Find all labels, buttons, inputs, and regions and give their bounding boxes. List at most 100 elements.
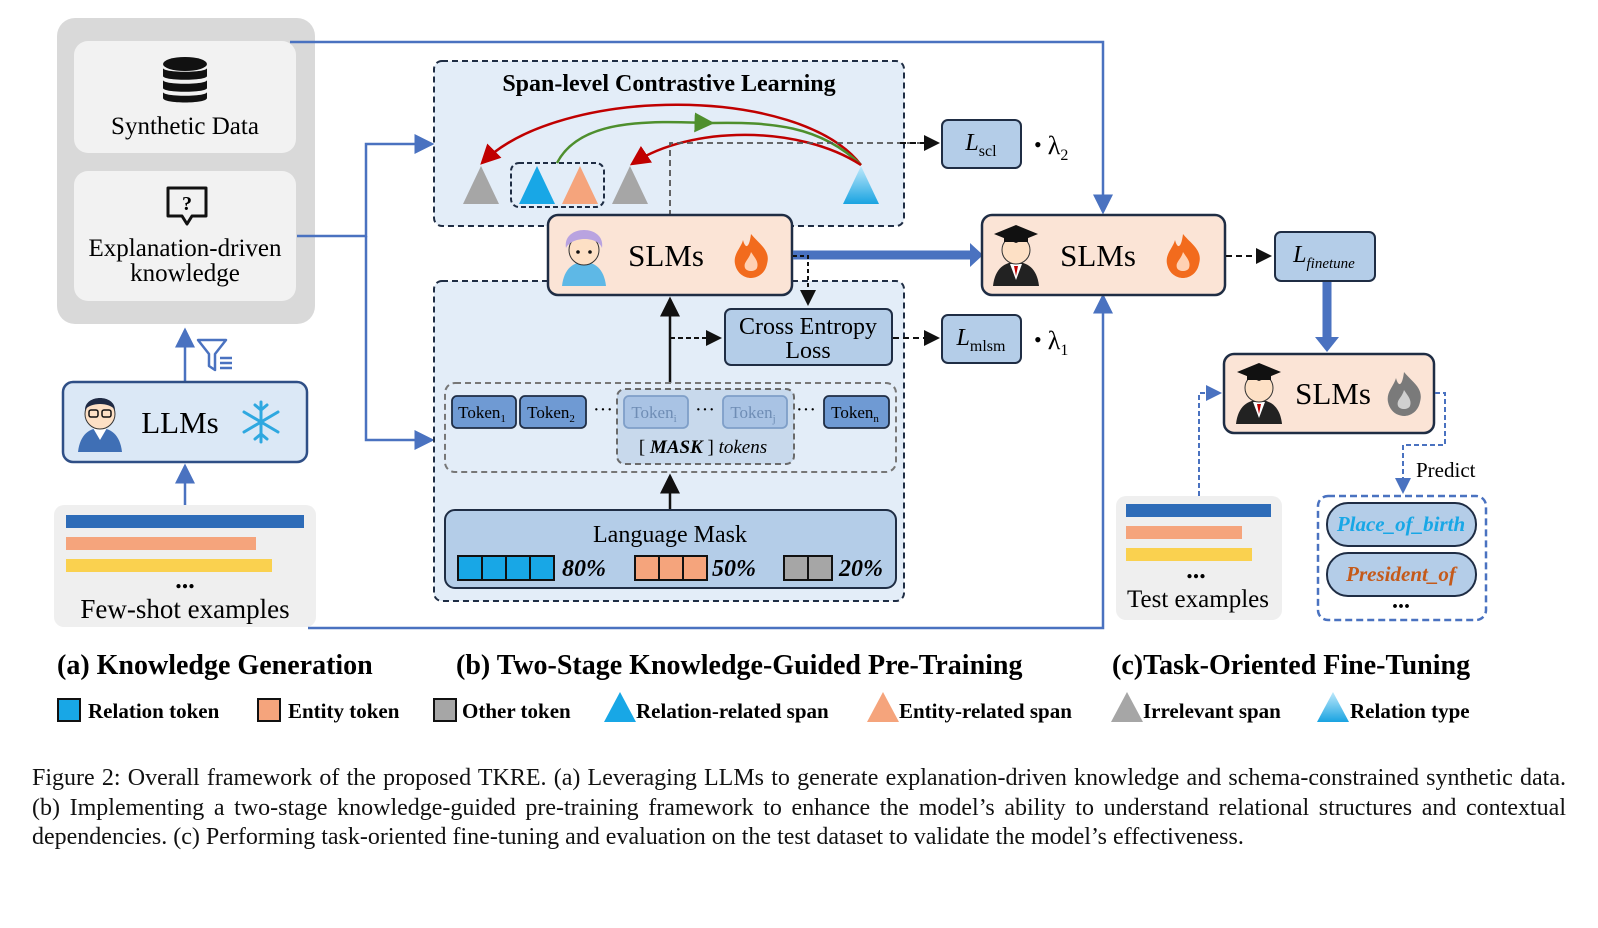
llms-label: LLMs bbox=[141, 405, 219, 440]
explanation-knowledge-box bbox=[74, 171, 296, 301]
svg-text:Token2: Token2 bbox=[527, 403, 575, 425]
few-shot-dots: ... bbox=[175, 565, 195, 594]
fire-icon bbox=[734, 234, 768, 278]
legend-relation-token-swatch bbox=[57, 698, 81, 722]
knowledge-to-pretrain-connector bbox=[297, 134, 435, 238]
mask-tokens-label: [ MASK ] tokens bbox=[639, 437, 767, 458]
synthetic-data-label: Synthetic Data bbox=[111, 113, 259, 140]
other-mask-pct: 20% bbox=[838, 556, 883, 582]
legend-irrelevant-span-swatch bbox=[1111, 692, 1143, 722]
svg-text:Tokenj: Tokenj bbox=[730, 403, 775, 425]
slms-pretrain-box bbox=[546, 213, 794, 297]
scl-to-loss-arrow bbox=[669, 142, 936, 216]
few-shot-bar-blue bbox=[66, 515, 304, 528]
test-to-final-slm-arrow bbox=[1198, 385, 1222, 496]
loss-to-final-slm-head bbox=[1315, 337, 1339, 352]
test-bar-yellow bbox=[1126, 548, 1252, 561]
knowledge-to-mlsm-connector bbox=[364, 236, 435, 450]
synthetic-to-finetune-line bbox=[290, 40, 1113, 215]
relation-president-of: President_of bbox=[1345, 562, 1458, 586]
lambda1-label: •λ1 bbox=[1034, 326, 1068, 359]
contrast-arrow-green-2 bbox=[711, 121, 862, 166]
relation-pill-1 bbox=[1326, 502, 1477, 547]
test-examples-label: Test examples bbox=[1127, 586, 1269, 613]
token-dots-2: ··· bbox=[695, 399, 715, 421]
figure-caption: Figure 2: Overall framework of the propo… bbox=[32, 765, 1566, 850]
gray-fire-icon bbox=[1387, 372, 1421, 416]
thick-arrow-head bbox=[970, 243, 983, 267]
relation-dots: ... bbox=[1392, 588, 1410, 614]
span-group-box bbox=[510, 162, 605, 208]
slms-final-label: SLMs bbox=[1295, 376, 1371, 411]
legend-irrelevant-span: Irrelevant span bbox=[1143, 699, 1281, 723]
fire-icon bbox=[1166, 234, 1200, 278]
legend-relation-type: Relation type bbox=[1350, 699, 1470, 723]
loss-mlsm-label: Lmlsm bbox=[956, 325, 1006, 355]
section-title-b: (b) Two-Stage Knowledge-Guided Pre-Train… bbox=[456, 650, 1023, 681]
irrelevant-span-triangle-2 bbox=[612, 166, 648, 204]
token-i-masked: Tokeni bbox=[623, 395, 689, 429]
svg-text:Tokeni: Tokeni bbox=[631, 403, 676, 425]
svg-text:Tokenn: Tokenn bbox=[831, 403, 879, 425]
section-title-c: (c)Task-Oriented Fine-Tuning bbox=[1112, 650, 1470, 681]
slms-finetune-box bbox=[980, 213, 1227, 297]
irrelevant-span-triangle-1 bbox=[463, 166, 499, 204]
loss-finetune-label: Lfinetune bbox=[1292, 242, 1355, 272]
legend: Relation token Entity token Other token … bbox=[57, 692, 1470, 723]
few-shot-to-finetune-line bbox=[308, 293, 1113, 630]
entity-span-triangle bbox=[562, 166, 598, 204]
relation-type-triangle bbox=[843, 166, 879, 204]
legend-relation-span: Relation-related span bbox=[636, 699, 829, 723]
explanation-label-line2: knowledge bbox=[130, 260, 240, 287]
contrast-arrow-red-outer bbox=[480, 103, 862, 166]
prediction-box bbox=[1316, 494, 1488, 622]
slms-pretrain-label: SLMs bbox=[628, 238, 704, 273]
slm-to-ce-arrow bbox=[793, 255, 816, 306]
token-dots-1: ··· bbox=[593, 399, 613, 421]
relation-span-triangle bbox=[519, 166, 555, 204]
section-title-a: (a) Knowledge Generation bbox=[57, 650, 373, 681]
student-avatar-icon bbox=[562, 230, 606, 286]
database-icon bbox=[163, 57, 207, 103]
few-shot-bar-orange bbox=[66, 537, 256, 550]
loss-scl-box bbox=[941, 119, 1022, 169]
graduate-avatar-icon bbox=[993, 225, 1039, 286]
slms-finetune-label: SLMs bbox=[1060, 238, 1136, 273]
few-shot-bar-yellow bbox=[66, 559, 272, 572]
entity-mask-cells bbox=[634, 555, 708, 581]
svg-text:Token1: Token1 bbox=[458, 403, 506, 425]
explanation-label-line1: Explanation-driven bbox=[89, 235, 282, 262]
legend-entity-token: Entity token bbox=[288, 699, 400, 723]
other-mask-cells bbox=[783, 555, 833, 581]
token-dots-3: ··· bbox=[796, 399, 816, 421]
framework-diagram: Synthetic Data ? Explanation-driven know… bbox=[54, 18, 1488, 723]
contrast-arrow-red-inner bbox=[629, 133, 862, 167]
relation-mask-pct: 80% bbox=[562, 556, 606, 582]
relation-pill-2 bbox=[1326, 552, 1477, 597]
cross-entropy-line2: Loss bbox=[785, 338, 830, 364]
question-bubble-icon: ? bbox=[166, 186, 208, 226]
scl-title: Span-level Contrastive Learning bbox=[502, 71, 835, 97]
legend-relation-span-swatch bbox=[604, 692, 636, 722]
relation-place-of-birth: Place_of_birth bbox=[1336, 512, 1465, 536]
loss-scl-label: Lscl bbox=[964, 130, 997, 160]
legend-other-token-swatch bbox=[433, 698, 457, 722]
snowflake-icon bbox=[242, 400, 280, 444]
language-mask-label: Language Mask bbox=[593, 522, 747, 548]
legend-other-token: Other token bbox=[462, 699, 571, 723]
teacher-avatar-icon bbox=[78, 398, 122, 452]
test-bar-blue bbox=[1126, 504, 1271, 517]
legend-entity-span-swatch bbox=[867, 692, 899, 722]
loss-finetune-box bbox=[1274, 231, 1376, 282]
cross-entropy-box bbox=[724, 308, 893, 366]
entity-mask-pct: 50% bbox=[712, 556, 756, 582]
llms-box bbox=[61, 380, 309, 464]
few-shot-label: Few-shot examples bbox=[80, 594, 289, 624]
token-2: Token2 bbox=[519, 395, 587, 429]
lambda2-label: •λ2 bbox=[1034, 131, 1068, 164]
legend-relation-token: Relation token bbox=[88, 699, 220, 723]
token-n: Tokenn bbox=[823, 395, 890, 429]
predict-label: Predict bbox=[1416, 458, 1476, 482]
contrast-arrow-green bbox=[555, 112, 715, 164]
svg-text:?: ? bbox=[182, 193, 192, 215]
